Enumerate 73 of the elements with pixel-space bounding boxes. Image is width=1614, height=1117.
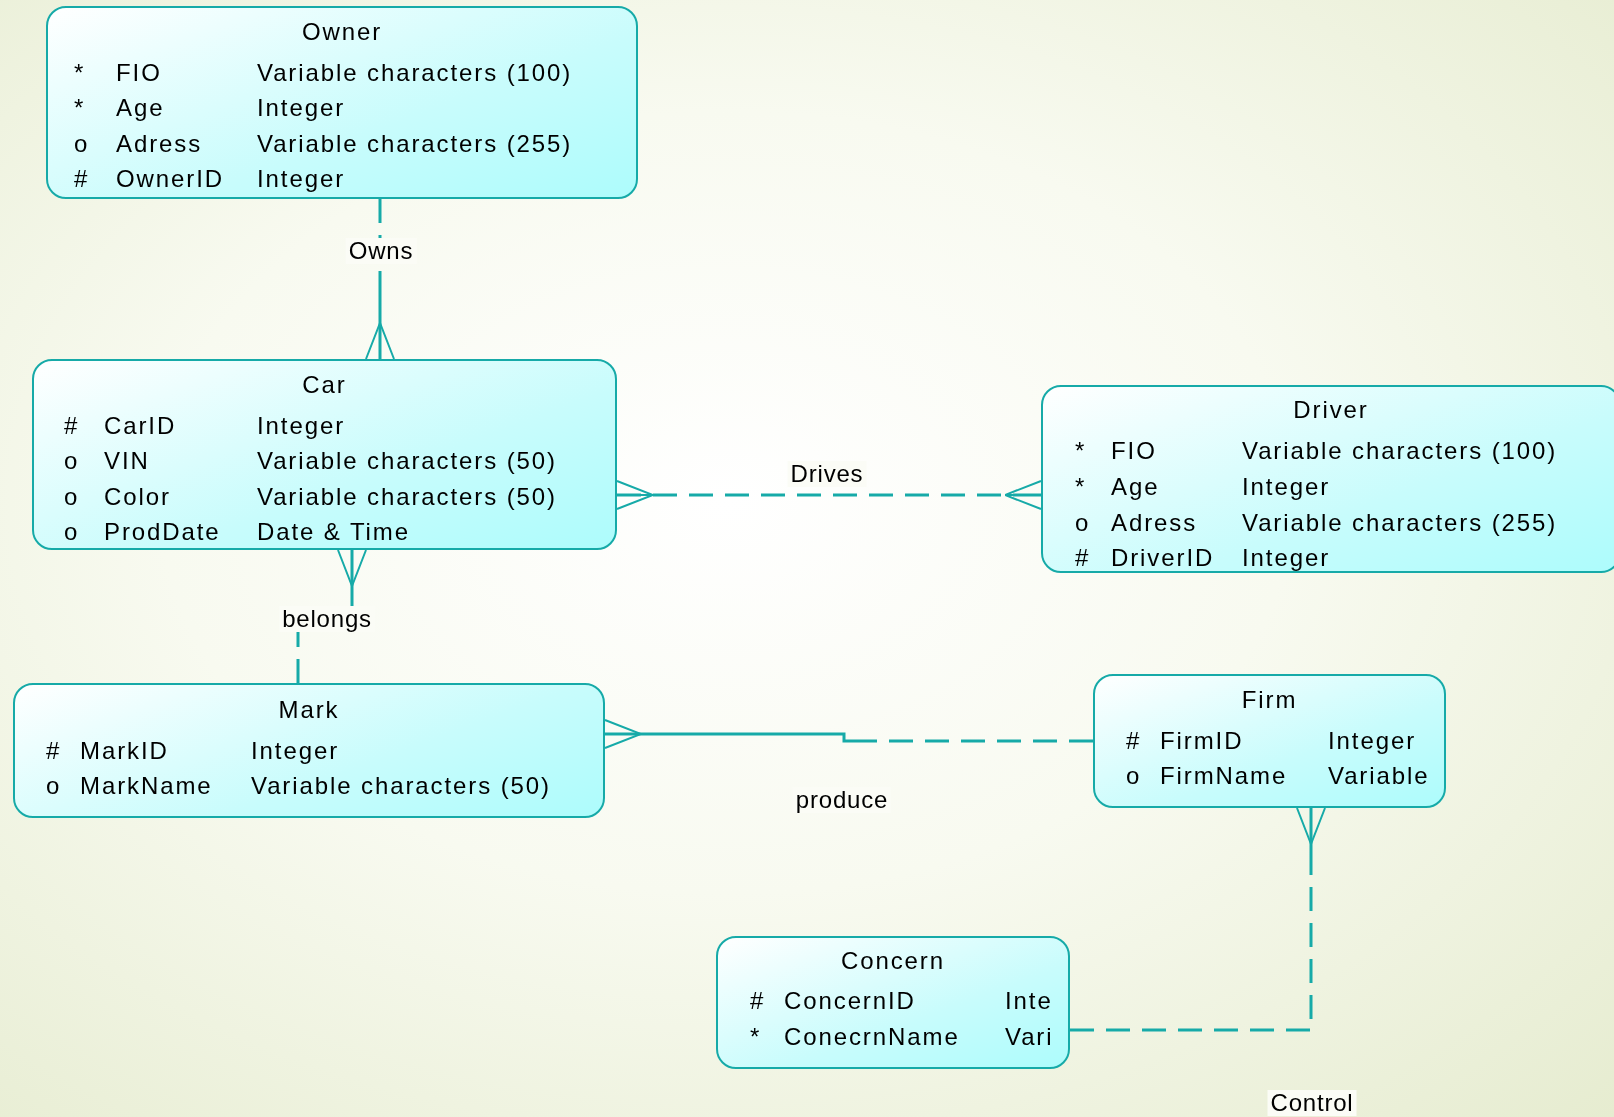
attribute-type: Integer — [1328, 727, 1417, 755]
attribute-name: CarID — [104, 412, 177, 440]
attribute-name: ProdDate — [104, 518, 221, 546]
attribute-marker: # — [1075, 544, 1091, 572]
attribute-name: ConecrnName — [784, 1023, 960, 1051]
attribute-marker: o — [64, 447, 80, 475]
attribute-name: MarkID — [80, 737, 169, 765]
edge-label: Drives — [787, 461, 867, 487]
entity-name: Concern — [840, 947, 946, 975]
attribute-marker: # — [750, 987, 766, 1015]
entity-name: Owner — [300, 18, 384, 46]
relationship-line — [604, 719, 1093, 749]
entity-box — [13, 683, 605, 818]
attribute-name: Adress — [116, 130, 203, 158]
attribute-type: Variable characters (100) — [1242, 437, 1558, 465]
attribute-marker: # — [64, 412, 80, 440]
attribute-marker: * — [74, 59, 86, 87]
entity-name: Car — [301, 371, 348, 399]
attribute-name: FIO — [116, 59, 162, 87]
attribute-type: Variable characters (255) — [257, 130, 573, 158]
attribute-marker: o — [46, 772, 62, 800]
attribute-marker: * — [1075, 437, 1087, 465]
attribute-name: FirmID — [1160, 727, 1244, 755]
attribute-type: Integer — [251, 737, 340, 765]
attribute-name: ConcernID — [784, 987, 916, 1015]
entity-box — [716, 936, 1070, 1069]
attribute-type: Vari — [1005, 1023, 1054, 1051]
attribute-marker: o — [64, 483, 80, 511]
attribute-type: Integer — [257, 412, 346, 440]
entity-box — [46, 6, 638, 199]
entity-name: Mark — [277, 696, 341, 724]
attribute-name: MarkName — [80, 772, 213, 800]
attribute-type: Date & Time — [257, 518, 410, 546]
attribute-marker: # — [74, 165, 90, 193]
attribute-marker: o — [1126, 762, 1142, 790]
attribute-type: Integer — [257, 165, 346, 193]
edge-label: Owns — [345, 238, 417, 264]
relationship-line — [616, 480, 1042, 510]
attribute-name: FIO — [1111, 437, 1157, 465]
attribute-name: FirmName — [1160, 762, 1288, 790]
attribute-type: Variable characters (50) — [257, 483, 557, 511]
attribute-type: Variable characters (50) — [257, 447, 557, 475]
attribute-name: Age — [1111, 473, 1160, 501]
attribute-marker: * — [750, 1023, 762, 1051]
entity-box — [32, 359, 617, 550]
entity-box — [1093, 674, 1446, 808]
attribute-marker: * — [1075, 473, 1087, 501]
attribute-type: Variable characters (255) — [1242, 509, 1558, 537]
entity-name: Firm — [1240, 686, 1299, 714]
attribute-name: OwnerID — [116, 165, 224, 193]
attribute-type: Integer — [257, 94, 346, 122]
attribute-type: Variable characters (100) — [257, 59, 573, 87]
edge-label: Control — [1267, 1090, 1357, 1116]
attribute-marker: o — [1075, 509, 1091, 537]
entity-name: Driver — [1292, 396, 1370, 424]
attribute-name: Age — [116, 94, 165, 122]
attribute-type: Inte — [1005, 987, 1053, 1015]
attribute-name: Adress — [1111, 509, 1198, 537]
relationship-line — [1070, 807, 1326, 1032]
attribute-marker: o — [64, 518, 80, 546]
attribute-type: Integer — [1242, 473, 1331, 501]
attribute-marker: o — [74, 130, 90, 158]
attribute-name: DriverID — [1111, 544, 1215, 572]
attribute-name: Color — [104, 483, 171, 511]
attribute-name: VIN — [104, 447, 150, 475]
attribute-marker: # — [1126, 727, 1142, 755]
attribute-type: Variable characters (50) — [251, 772, 551, 800]
attribute-marker: # — [46, 737, 62, 765]
attribute-marker: * — [74, 94, 86, 122]
entity-box — [1041, 385, 1614, 573]
attribute-type: Integer — [1242, 544, 1331, 572]
attribute-type: Variable — [1328, 762, 1430, 790]
relationship-line — [365, 199, 395, 360]
